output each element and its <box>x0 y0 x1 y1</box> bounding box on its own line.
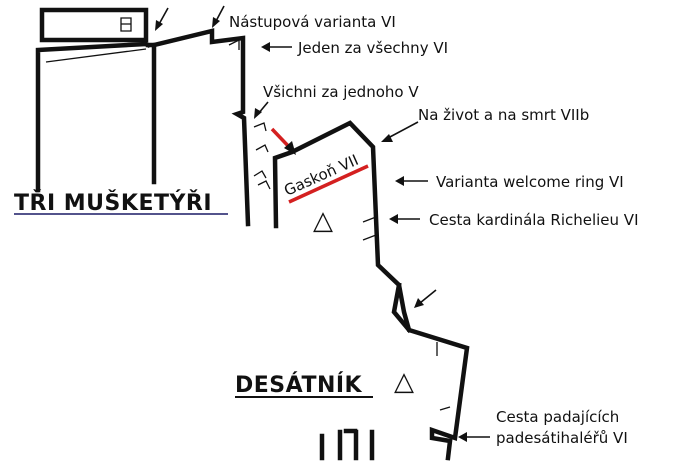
gaskon-route-line <box>288 164 369 204</box>
desatnik-outline <box>272 120 470 461</box>
arrowhead-vsichni <box>254 108 262 119</box>
arrowhead-padajicich <box>458 432 467 442</box>
belay-mark-1 <box>253 122 267 132</box>
summit-block-mark <box>120 17 132 32</box>
desatnik-upper-edge <box>391 282 413 334</box>
bolt-mark-4 <box>439 406 451 411</box>
route-arrows <box>155 5 490 442</box>
crack-mark <box>228 38 240 50</box>
bolt-mark-1 <box>362 216 377 223</box>
tower-name-left: TŘI MUŠKETÝŘI <box>14 190 212 216</box>
route-label-nastupova: Nástupová varianta VI <box>229 13 396 31</box>
arrowhead-na-zivot <box>381 134 393 142</box>
belay-mark-2 <box>255 144 269 153</box>
arrowhead-mid <box>414 298 424 308</box>
tower-name-right: DESÁTNÍK <box>235 372 363 398</box>
route-label-vsichni: Všichni za jednoho V <box>263 83 419 101</box>
arrowhead-kardinal <box>389 214 398 224</box>
summit-block-outline <box>39 7 149 43</box>
arrowhead-jeden <box>261 42 270 52</box>
route-label-welcome: Varianta welcome ring VI <box>436 173 624 191</box>
arrowhead-top-left-2 <box>212 17 220 28</box>
bolt-mark-2 <box>362 234 377 241</box>
arrowhead-welcome <box>395 176 404 186</box>
main-ridge-outline <box>151 28 251 227</box>
rock-outlines <box>35 7 470 461</box>
left-tower-right-edge <box>145 42 157 185</box>
left-tower-outline <box>35 41 152 193</box>
gaskon-entry-arrowhead <box>284 141 296 155</box>
belay-mark-3 <box>253 170 267 179</box>
route-label-kardinal: Cesta kardinála Richelieu VI <box>429 211 639 229</box>
arrowhead-top-left-1 <box>155 20 163 31</box>
left-tower-slope-line <box>45 48 147 63</box>
summit-symbol-desatnik: △ <box>394 367 414 397</box>
route-label-padajicich-line2: padesátihaléřů VI <box>496 429 628 447</box>
arrow-mid <box>419 289 437 304</box>
route-label-jeden: Jeden za všechny VI <box>297 39 448 57</box>
route-label-padajicich-line1: Cesta padajících <box>496 408 619 426</box>
belay-mark-4 <box>257 180 271 190</box>
summit-symbol-gaskon: △ <box>313 206 333 236</box>
arrow-na-zivot <box>387 121 419 139</box>
route-label-na-zivot: Na život a na smrt VIIb <box>418 106 589 124</box>
